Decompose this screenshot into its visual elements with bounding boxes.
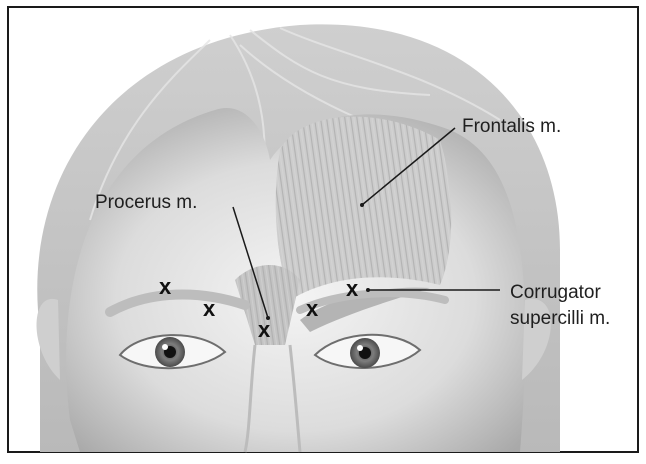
procerus-label: Procerus m.: [95, 191, 197, 214]
injection-marker: x: [159, 276, 171, 298]
corrugator-label-line2: supercilli m.: [510, 307, 610, 330]
corrugator-label-line1: Corrugator: [510, 281, 601, 304]
frontalis-label: Frontalis m.: [462, 115, 561, 138]
injection-marker: x: [346, 278, 358, 300]
injection-marker: x: [306, 298, 318, 320]
frontalis-fibers: [276, 117, 452, 300]
injection-marker: x: [258, 319, 270, 341]
frontalis-leader-dot: [360, 203, 364, 207]
injection-marker: x: [203, 298, 215, 320]
corrugator-leader-dot: [366, 288, 370, 292]
